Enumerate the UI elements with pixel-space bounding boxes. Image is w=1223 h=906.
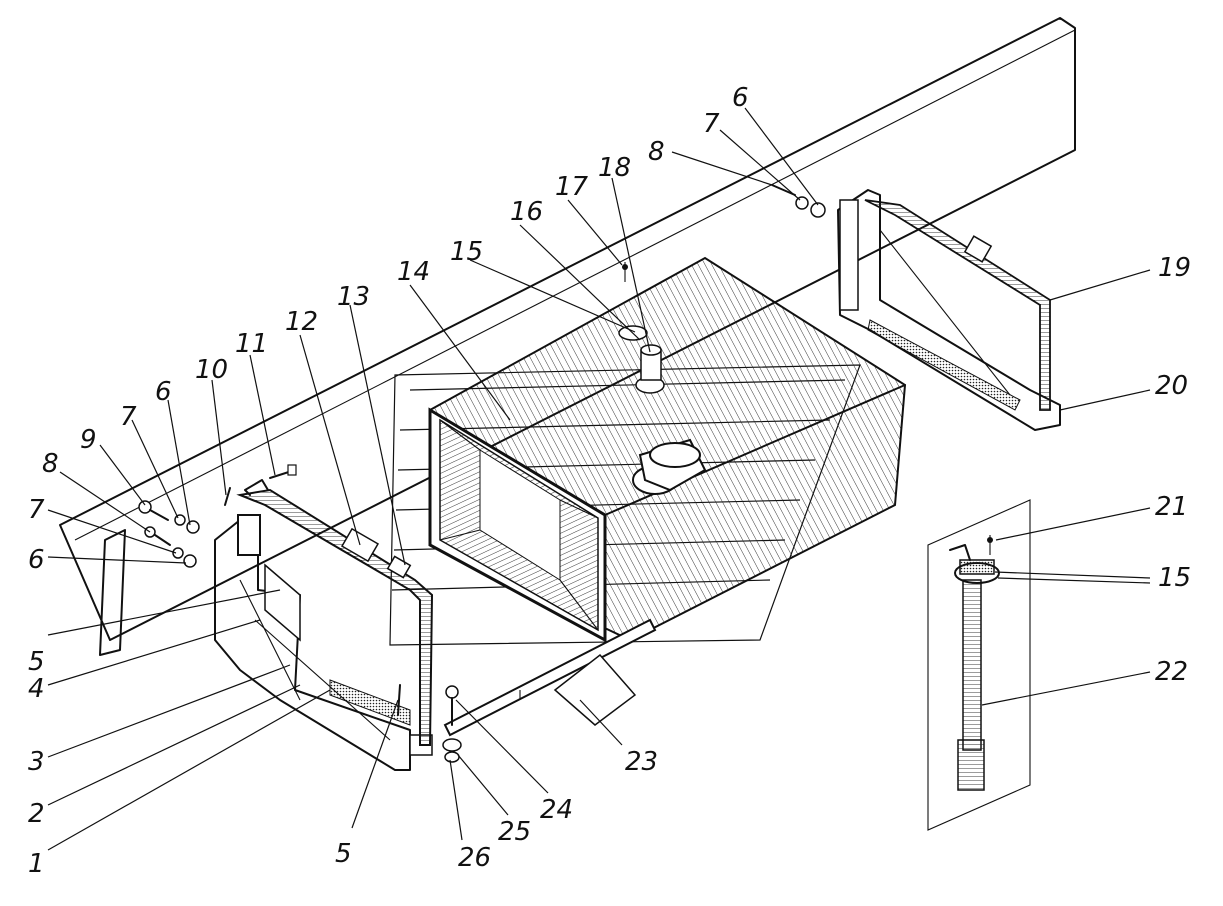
callout-8: 8 [648, 137, 665, 167]
fuel-level-sender [927, 499, 1031, 831]
callout-7: 7 [703, 109, 720, 139]
callout-9: 9 [80, 425, 97, 455]
callout-17: 17 [555, 172, 589, 202]
callout-6: 6 [732, 83, 749, 113]
callout-6: 6 [28, 545, 45, 575]
callout-7: 7 [120, 402, 137, 432]
callouts: 1 2 3 4 5 5 6 6 6 7 7 7 8 8 9 10 11 12 1… [28, 83, 1191, 879]
callout-5: 5 [335, 839, 352, 869]
right-hardware [771, 184, 826, 218]
mounting-plate-left [99, 529, 126, 656]
right-bracket [837, 189, 1061, 431]
filler-neck [632, 438, 707, 495]
callout-11: 11 [235, 329, 268, 359]
callout-24: 24 [540, 795, 573, 825]
callout-23: 23 [625, 747, 658, 777]
bolt-24 [442, 685, 462, 763]
callout-8: 8 [42, 449, 59, 479]
left-bracket [214, 514, 433, 771]
callout-2: 2 [28, 799, 45, 829]
callout-7: 7 [28, 495, 45, 525]
callout-13: 13 [337, 282, 370, 312]
callout-19: 19 [1158, 253, 1191, 283]
callout-5: 5 [28, 647, 45, 677]
callout-18: 18 [598, 153, 631, 183]
left-strap [236, 479, 434, 746]
callout-20: 20 [1155, 371, 1188, 401]
callout-10: 10 [195, 355, 228, 385]
callout-15: 15 [450, 237, 483, 267]
sender-port [618, 262, 665, 394]
fuel-tank [428, 256, 907, 643]
callout-12: 12 [285, 307, 318, 337]
callout-21: 21 [1155, 492, 1188, 522]
callout-15: 15 [1158, 563, 1191, 593]
callout-4: 4 [28, 674, 45, 704]
callout-3: 3 [28, 747, 45, 777]
bottom-support [443, 618, 657, 737]
callout-6: 6 [155, 377, 172, 407]
callout-26: 26 [458, 843, 491, 873]
callout-22: 22 [1155, 657, 1188, 687]
leader-lines [47, 107, 1151, 851]
left-hardware [138, 464, 401, 716]
callout-1: 1 [28, 849, 45, 879]
callout-16: 16 [510, 197, 543, 227]
callout-14: 14 [397, 257, 430, 287]
callout-25: 25 [498, 817, 531, 847]
